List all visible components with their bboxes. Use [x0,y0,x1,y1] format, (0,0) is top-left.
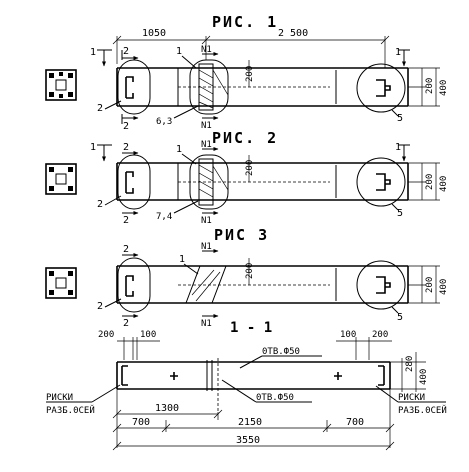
sec-dim-1300: 1300 [155,403,179,414]
fig1-dim-200-inner: 200 [245,66,255,82]
node-n1-top-label: N1 [201,45,212,55]
figure-2-detail-5 [356,157,406,207]
figure-2-embedded-plate [189,154,229,210]
figure-1-section-marks: 1 1 2 2 2 N1 N1 1 6,3 5 [90,45,410,132]
figure-3-left-loop [117,257,151,313]
fig2-section-2-bottom: 2 [123,215,129,226]
mark-5-label: 5 [397,113,403,124]
sec-dim-700-left: 700 [132,417,150,428]
figure-1-title: РИС. 1 [212,13,278,31]
fig2-mark-74: 7,4 [156,212,172,222]
figure-3-title: РИС 3 [214,226,269,244]
risk-label-left-ref: РАЗБ.0СЕЙ [46,404,95,416]
figure-3-end-view [45,267,77,299]
fig3-mark-2-left: 2 [97,301,103,312]
fig2-dim-400-right: 400 [439,176,449,192]
figure-1-embedded-plate [189,59,229,115]
figure-1-beam [116,67,409,107]
figure-2-vertical-dims: 200 200 400 [245,155,449,201]
fig3-mark-1: 1 [179,254,185,265]
fig2-section-2-top: 2 [123,142,129,153]
fig3-node-n1-top: N1 [201,242,212,252]
risk-label-right-ref: РАЗБ.0СЕЙ [398,404,447,416]
figure-3-inclined-plate [185,265,227,304]
figure-2-end-view [45,163,77,195]
fig3-dim-200-right: 200 [425,277,435,293]
figure-2: РИС. 2 [45,129,449,226]
fig2-section-1-right: 1 [395,142,401,153]
risk-label-right-title: РИСКИ [398,393,425,403]
risk-label-left-title: РИСКИ [46,393,73,403]
fig3-dim-400-right: 400 [439,279,449,295]
fig2-dim-200-inner: 200 [245,160,255,176]
sec-dim-100-top-left: 100 [140,330,156,340]
section-1-right-label: 1 [395,47,401,58]
fig2-dim-200-right: 200 [425,174,435,190]
fig2-node-n1-bottom: N1 [201,216,212,226]
figure-3-detail-5 [356,260,406,310]
figure-2-section-marks: 1 1 2 2 2 N1 N1 1 7,4 5 [90,140,410,226]
sec-dim-280-right: 280 [405,356,415,372]
figure-1-end-view [45,69,77,101]
sec-dim-200-top-right: 200 [372,330,388,340]
fig3-section-2-top: 2 [123,244,129,255]
fig2-mark-1: 1 [176,144,182,155]
figure-1-vertical-dims: 200 200 400 [245,60,449,107]
fig1-dim-400-right: 400 [439,80,449,96]
section-1-left-label: 1 [90,47,96,58]
figure-2-beam [116,162,409,201]
mark-63-label: 6,3 [156,117,172,127]
fig3-mark-5: 5 [397,312,403,323]
mark-1-label: 1 [176,46,182,57]
sec-dim-700-right: 700 [346,417,364,428]
fig2-node-n1-top: N1 [201,140,212,150]
figure-1-left-loop [117,59,151,115]
sec-dim-100-top-right: 100 [340,330,356,340]
fig3-section-2-bottom: 2 [123,318,129,329]
fig2-mark-5: 5 [397,208,403,219]
section-beam [116,358,391,412]
figure-2-title: РИС. 2 [212,129,278,147]
dim-1050-label: 1050 [142,28,166,39]
figure-1-detail-5 [356,63,406,113]
section-2-bottom-label: 2 [123,121,129,132]
node-n1-bottom-label: N1 [201,121,212,131]
dim-2500-label: 2 500 [278,28,308,39]
sec-dim-2150: 2150 [238,417,262,428]
mark-2-left-label: 2 [97,103,103,114]
fig3-node-n1-bottom: N1 [201,319,212,329]
figure-3-beam [116,265,409,304]
figure-3-vertical-dims: 200 200 400 [245,258,449,304]
section-1-1: 1 - 1 200 100 100 200 0ТВ.Ф50 [46,320,447,451]
sec-dim-3550: 3550 [236,435,260,446]
section-2-top-label: 2 [123,46,129,57]
fig2-section-1-left: 1 [90,142,96,153]
sec-dim-400-right: 400 [419,369,429,385]
sec-dim-200-top: 200 [98,330,114,340]
figure-3: РИС 3 [45,226,449,329]
fig1-dim-200-right: 200 [425,78,435,94]
figure-2-left-loop [117,154,151,210]
fig3-dim-200-inner: 200 [245,263,255,279]
section-1-1-title: 1 - 1 [230,320,272,336]
figure-1: РИС. 1 1050 2 500 [45,13,449,132]
figure-3-section-marks: 2 2 2 N1 N1 1 5 [97,242,403,329]
hole-label-right: 0ТВ.Ф50 [262,347,300,357]
fig2-mark-2-left: 2 [97,199,103,210]
hole-label-left: 0ТВ.Ф50 [256,393,294,403]
